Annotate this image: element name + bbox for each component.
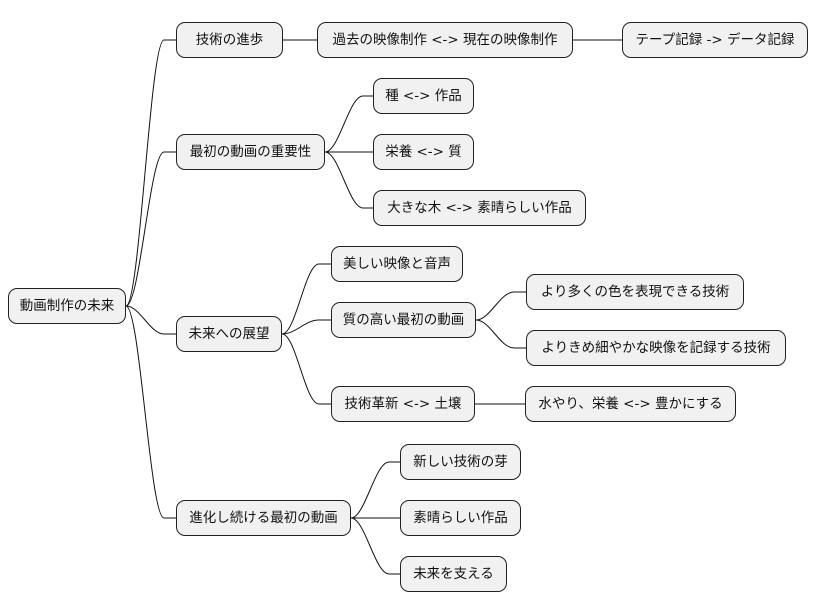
child-node: 未来を支える — [400, 556, 507, 592]
grandchild-node: 水やり、栄養 <-> 豊かにする — [525, 386, 736, 422]
branch-node: 技術の進歩 — [176, 22, 283, 58]
connector-b1-c0 — [324, 95, 373, 153]
child-node: 質の高い最初の動画 — [331, 302, 476, 338]
branch-node: 未来への展望 — [176, 316, 282, 352]
connector-b2-c1 — [281, 319, 331, 335]
connector-root-b3 — [125, 305, 176, 519]
grandchild-node: よりきめ細やかな映像を記録する技術 — [526, 330, 786, 366]
connector-b2-c2 — [281, 333, 331, 405]
connector-root-b0 — [125, 39, 176, 307]
child-node: 大きな木 <-> 素晴らしい作品 — [373, 190, 586, 226]
child-node: 過去の映像制作 <-> 現在の映像制作 — [317, 22, 573, 58]
child-node: 美しい映像と音声 — [331, 246, 463, 282]
child-node: 種 <-> 作品 — [373, 78, 474, 114]
grandchild-node: テープ記録 -> データ記録 — [622, 22, 808, 58]
branch-node: 進化し続ける最初の動画 — [176, 500, 351, 536]
branch-node: 最初の動画の重要性 — [176, 134, 325, 170]
connector-root-b1 — [125, 151, 176, 307]
grandchild-node: より多くの色を表現できる技術 — [526, 274, 744, 310]
connector-root-b2 — [125, 305, 176, 335]
child-node: 栄養 <-> 質 — [373, 134, 474, 170]
connector-b2-c0 — [281, 263, 331, 335]
connector-b2c1-g0 — [475, 291, 526, 321]
connector-b3-c0 — [350, 461, 400, 519]
connector-b1-c2 — [324, 151, 373, 209]
child-node: 素晴らしい作品 — [400, 500, 521, 536]
child-node: 技術革新 <-> 土壌 — [331, 386, 475, 422]
connector-b2c1-g1 — [475, 319, 526, 349]
root-node: 動画制作の未来 — [8, 288, 126, 324]
child-node: 新しい技術の芽 — [400, 444, 521, 480]
connector-b3-c2 — [350, 517, 400, 575]
